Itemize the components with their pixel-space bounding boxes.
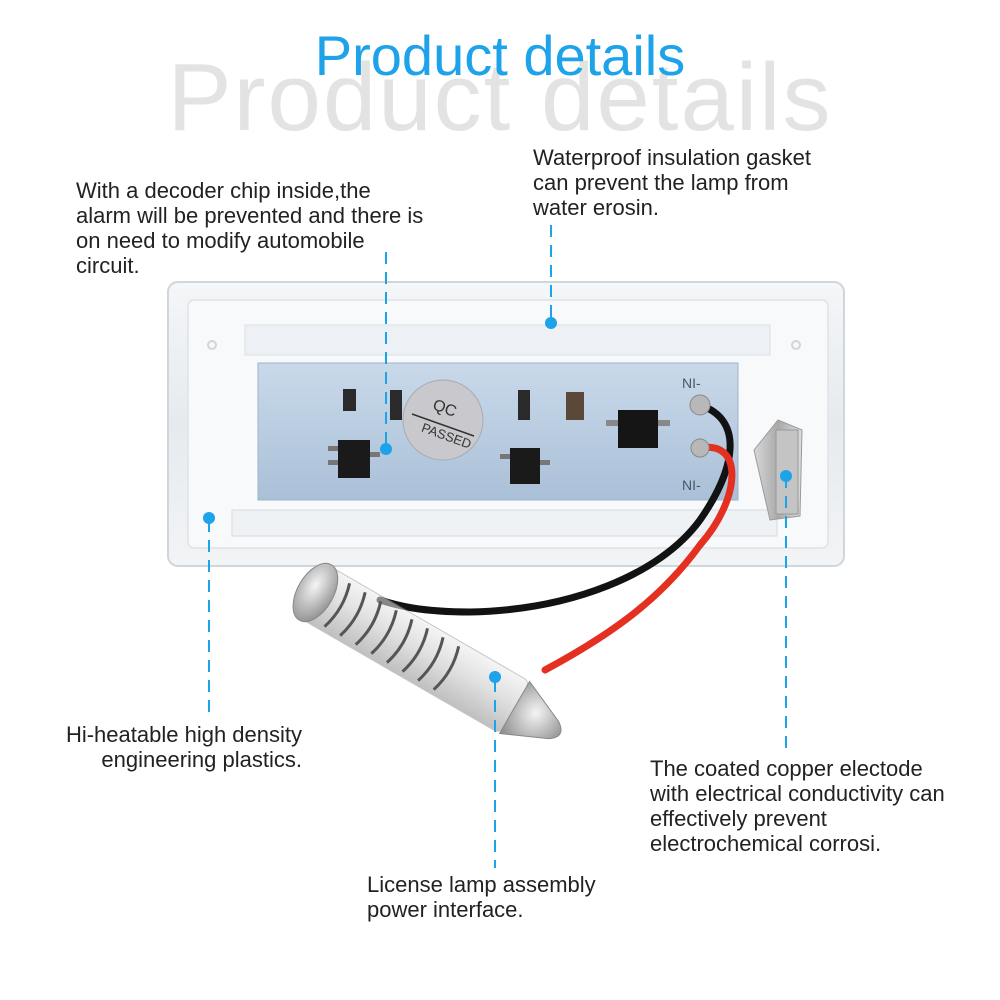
callout-line: With a decoder chip inside,the xyxy=(76,178,371,203)
red-wire xyxy=(541,443,736,674)
marker-dot-plastics xyxy=(203,512,215,524)
callout-line: effectively prevent xyxy=(650,806,827,831)
background-title: Product details xyxy=(167,44,833,151)
festoon-power-connector xyxy=(292,562,562,740)
pcb-marking-bottom: NI- xyxy=(682,477,701,493)
marker-dot-gasket xyxy=(545,317,557,329)
callout-line: alarm will be prevented and there is xyxy=(76,203,424,228)
marker-dot-power-interface xyxy=(489,671,501,683)
callout-line: on need to modify automobile xyxy=(76,228,365,253)
callout-line: electrochemical corrosi. xyxy=(650,831,882,856)
qc-passed-stamp xyxy=(402,379,484,461)
circuit-board: QC PASSED NI- NI- xyxy=(257,362,739,501)
callout-line: Hi-heatable high density xyxy=(65,722,302,747)
callout-line: water erosin. xyxy=(533,195,659,220)
callout-plastics: Hi-heatable high density engineering pla… xyxy=(36,722,302,772)
callout-line: can prevent the lamp from xyxy=(533,170,789,195)
callout-decoder-chip: With a decoder chip inside,the alarm wil… xyxy=(76,178,423,278)
callout-gasket: Waterproof insulation gasket can prevent… xyxy=(533,145,811,220)
callout-line: circuit. xyxy=(76,253,140,278)
callout-line: Waterproof insulation gasket xyxy=(533,145,811,170)
callout-power-interface: License lamp assembly power interface. xyxy=(367,872,596,922)
marker-dot-decoder-chip xyxy=(380,443,392,455)
pcb-marking-top: NI- xyxy=(682,375,701,391)
decoder-chip xyxy=(338,440,370,478)
page-title: Product details xyxy=(314,24,686,87)
callout-line: power interface. xyxy=(367,897,524,922)
marker-dot-electrode xyxy=(780,470,792,482)
callout-line: engineering plastics. xyxy=(101,747,302,772)
callout-line: The coated copper electode xyxy=(650,756,923,781)
callout-line: License lamp assembly xyxy=(367,872,596,897)
callout-line: with electrical conductivity can xyxy=(650,781,945,806)
black-wire xyxy=(376,401,734,616)
callout-electrode: The coated copper electode with electric… xyxy=(650,756,945,856)
